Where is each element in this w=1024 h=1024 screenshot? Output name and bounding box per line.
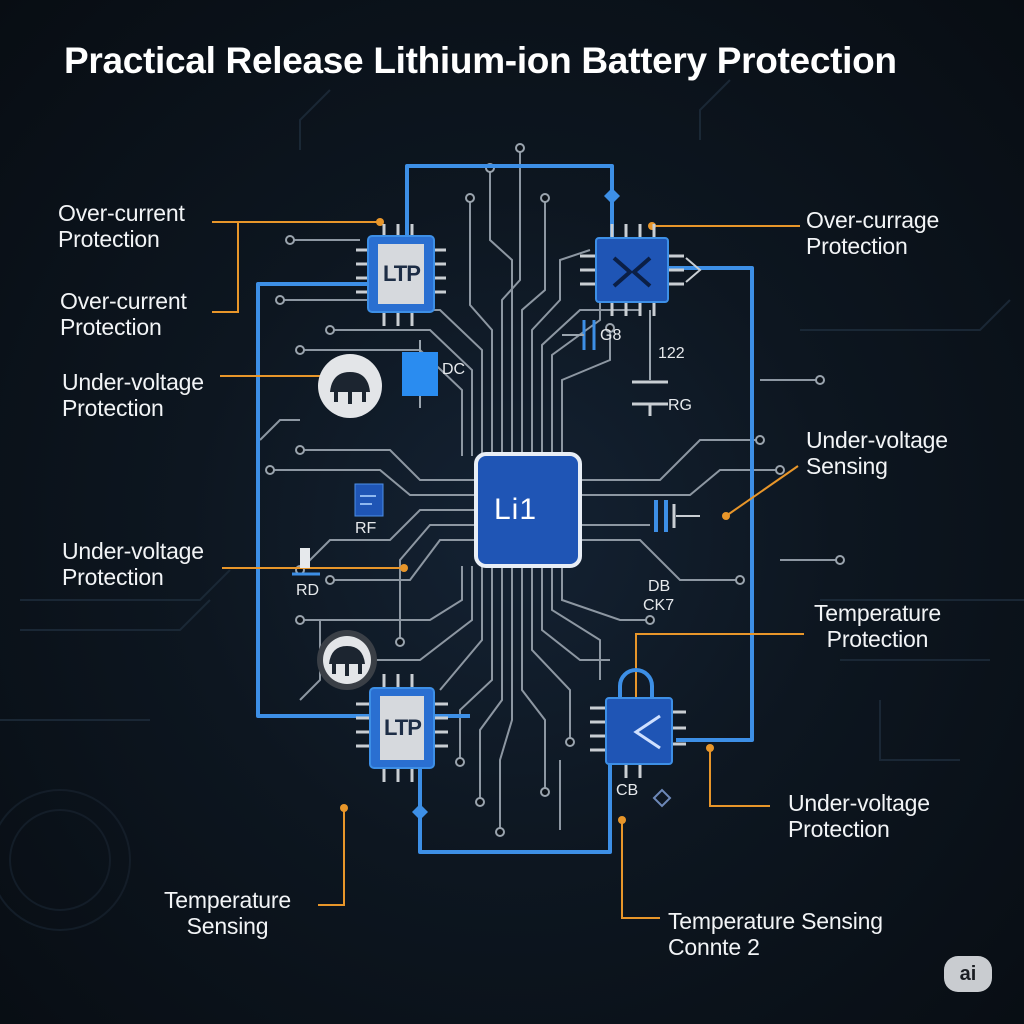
- rg-capacitor: [632, 310, 668, 416]
- background-traces: [0, 79, 1024, 931]
- callout-temperature-sensing-connector: Temperature Sensing Connte 2: [668, 908, 883, 960]
- chip-top-left-label: LTP: [383, 261, 421, 286]
- leader-dots: [326, 218, 730, 824]
- callout-temperature-sensing-left: Temperature Sensing: [164, 887, 291, 939]
- chip-bottom-left-label: LTP: [384, 715, 422, 740]
- ai-badge: ai: [944, 956, 992, 992]
- signal-traces: [259, 150, 840, 830]
- temperature-chip: [590, 668, 686, 808]
- callout-under-voltage-right: Under-voltage Protection: [788, 790, 930, 842]
- g8-capacitor: [562, 320, 596, 350]
- callout-over-current-2: Over-current Protection: [60, 288, 187, 340]
- rg-label: RG: [668, 397, 692, 414]
- rf-component: [354, 483, 384, 517]
- over-current-chip: [580, 224, 702, 316]
- sensing-capacitor: [654, 500, 700, 532]
- bus-markers: [412, 188, 620, 820]
- main-chip-label: Li1: [494, 493, 538, 526]
- db-label: DB: [648, 578, 671, 595]
- rf-label: RF: [355, 520, 377, 537]
- sensor-badge-bottom: [317, 630, 377, 690]
- callout-under-voltage-sensing: Under-voltage Sensing: [806, 427, 948, 479]
- callout-temperature-protection: Temperature Protection: [814, 600, 941, 652]
- ck7-label: CK7: [643, 597, 675, 614]
- page-title: Practical Release Lithium-ion Battery Pr…: [64, 40, 897, 81]
- dc-component: [402, 340, 438, 408]
- callout-over-currage: Over-currage Protection: [806, 207, 940, 259]
- dc-label: DC: [442, 361, 466, 378]
- rd-component: [292, 548, 320, 576]
- main-controller-chip: [474, 452, 582, 568]
- sensor-badge-top: [318, 354, 382, 418]
- ltp-chip-top: [356, 224, 446, 326]
- ltp-chip-bottom: [356, 674, 448, 782]
- value-122-label: 122: [658, 345, 685, 362]
- g8-label: G8: [600, 327, 622, 344]
- cb-label: CB: [616, 782, 639, 799]
- rd-label: RD: [296, 582, 320, 599]
- callout-over-current-1: Over-current Protection: [58, 200, 185, 252]
- callout-under-voltage-left-2: Under-voltage Protection: [62, 538, 204, 590]
- callout-under-voltage-left-1: Under-voltage Protection: [62, 369, 204, 421]
- leader-lines: [212, 221, 804, 919]
